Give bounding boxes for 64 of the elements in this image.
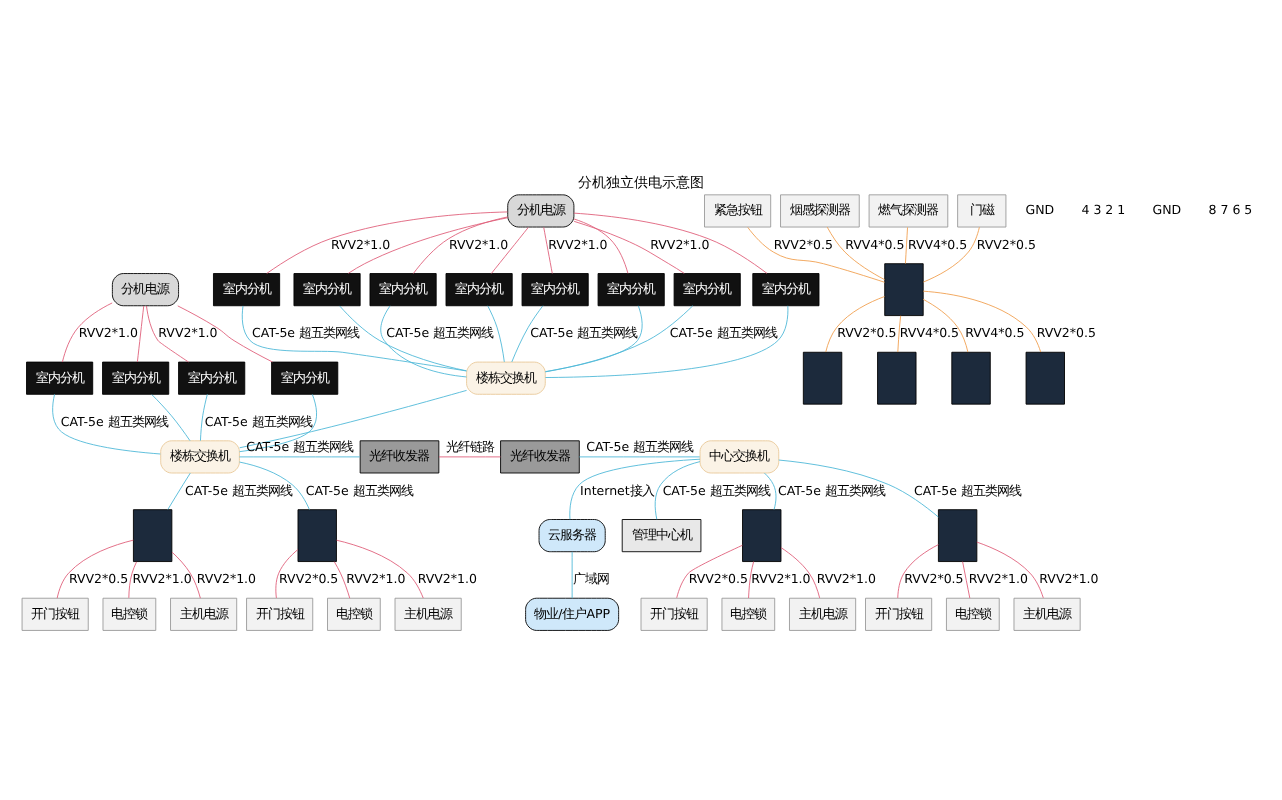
connector	[826, 225, 886, 280]
connector	[412, 215, 508, 273]
connector	[136, 304, 145, 362]
connector	[748, 560, 755, 598]
connector	[200, 392, 208, 441]
connector	[544, 304, 643, 372]
node-box	[937, 508, 978, 561]
connector	[52, 392, 161, 454]
connector	[61, 301, 113, 362]
connector	[146, 304, 189, 362]
connector	[275, 548, 299, 598]
connector	[569, 457, 701, 519]
connector	[151, 393, 191, 441]
node-box	[132, 508, 173, 561]
node-box	[951, 350, 991, 404]
connector	[922, 297, 969, 352]
connector	[922, 289, 1042, 352]
node-box	[884, 262, 924, 316]
connector	[239, 393, 318, 452]
node-box	[1025, 350, 1065, 404]
connector	[922, 225, 980, 282]
connector	[962, 560, 971, 598]
node-box	[742, 508, 782, 561]
connector	[239, 460, 310, 509]
connector	[490, 225, 529, 273]
connector	[905, 225, 908, 263]
connector	[167, 471, 191, 509]
connector	[780, 546, 821, 598]
connector	[487, 304, 505, 362]
node-box	[802, 350, 843, 404]
connector	[336, 538, 424, 598]
connector	[825, 295, 885, 352]
connector	[976, 540, 1044, 598]
connector	[578, 455, 701, 457]
connector	[676, 543, 743, 598]
node-box	[877, 350, 917, 404]
connector	[438, 455, 501, 457]
connector	[573, 217, 629, 273]
connector	[543, 225, 553, 273]
connector	[764, 471, 777, 509]
connector	[571, 550, 573, 598]
connector	[239, 455, 361, 457]
connector	[56, 538, 134, 598]
connector	[778, 458, 939, 517]
connector	[573, 219, 685, 273]
connector	[511, 304, 544, 362]
connector	[239, 388, 467, 448]
connector	[573, 211, 768, 273]
node-box	[297, 508, 337, 561]
connector	[747, 225, 885, 282]
connector	[897, 314, 902, 352]
connector	[333, 560, 351, 598]
connector	[266, 210, 508, 273]
connector	[544, 304, 694, 372]
connector	[177, 304, 273, 362]
connector	[128, 560, 137, 598]
connector	[339, 304, 467, 371]
connector	[241, 304, 467, 371]
connector	[347, 216, 509, 273]
connector	[654, 460, 701, 519]
connector	[380, 304, 467, 377]
connector	[897, 543, 939, 598]
connector	[171, 550, 201, 598]
connector	[545, 304, 789, 377]
